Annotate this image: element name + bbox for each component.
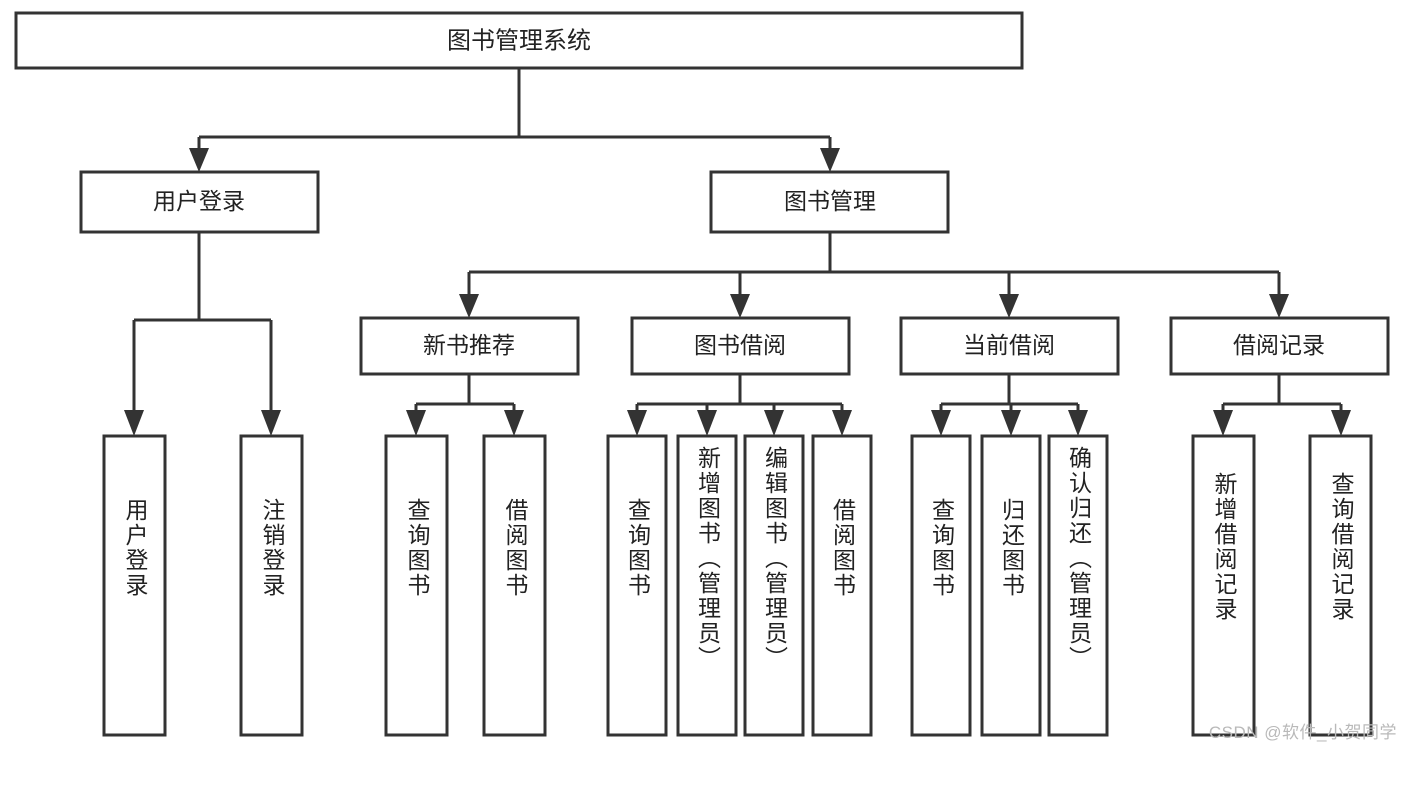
- arrow-head-leaf-record-add: [1213, 410, 1233, 436]
- leaf-box-user-login[interactable]: [102, 434, 167, 737]
- node-root[interactable]: 图书管理系统: [14, 11, 1024, 70]
- leaf-box-record-query[interactable]: [1308, 434, 1373, 737]
- node-new-book-rec[interactable]: 新书推荐: [359, 316, 580, 376]
- arrow-head-leaf-user-login: [124, 410, 144, 436]
- arrow-head-leaf-rec-borrow-book: [504, 410, 524, 436]
- node-book-manage[interactable]: 图书管理: [709, 170, 950, 234]
- node-user-login[interactable]: 用户登录: [79, 170, 320, 234]
- arrow-head-leaf-rec-query-book: [406, 410, 426, 436]
- arrow-head-current-borrow: [999, 294, 1019, 318]
- leaf-box-rec-query-book[interactable]: [384, 434, 449, 737]
- diagram-canvas-root: 图书管理系统 用户登录 图书管理 新书推荐 图书借阅 当前借阅 借阅记录: [14, 11, 1397, 742]
- org-chart-svg: 图书管理系统 用户登录 图书管理 新书推荐 图书借阅 当前借阅 借阅记录: [14, 11, 1390, 737]
- node-root-label: 图书管理系统: [447, 27, 591, 54]
- node-current-borrow[interactable]: 当前借阅: [899, 316, 1120, 376]
- node-current-borrow-box[interactable]: [899, 316, 1120, 376]
- arrow-head-borrow-record: [1269, 294, 1289, 318]
- leaf-box-borrow-query-book[interactable]: [606, 434, 668, 737]
- leaf-box-current-query-book[interactable]: [910, 434, 972, 737]
- arrow-head-book-borrow: [730, 294, 750, 318]
- node-book-manage-label: 图书管理: [784, 188, 876, 214]
- node-user-login-box[interactable]: [79, 170, 320, 234]
- node-user-login-label: 用户登录: [153, 188, 245, 214]
- node-borrow-record-box[interactable]: [1169, 316, 1390, 376]
- leaf-box-current-confirm-return[interactable]: [1047, 434, 1109, 737]
- arrow-head-leaf-current-query-book: [931, 410, 951, 436]
- arrow-head-leaf-borrow-add-book: [697, 410, 717, 436]
- leaf-box-rec-borrow-book[interactable]: [482, 434, 547, 737]
- arrow-head-book-manage: [820, 148, 840, 172]
- arrow-head-leaf-borrow-query-book: [627, 410, 647, 436]
- node-book-manage-box[interactable]: [709, 170, 950, 234]
- node-borrow-record-label: 借阅记录: [1233, 332, 1325, 358]
- node-new-book-rec-box[interactable]: [359, 316, 580, 376]
- csdn-watermark: CSDN @软件_小贺同学: [1208, 723, 1397, 742]
- node-book-borrow[interactable]: 图书借阅: [630, 316, 851, 376]
- leaf-box-record-add[interactable]: [1191, 434, 1256, 737]
- node-current-borrow-label: 当前借阅: [963, 332, 1055, 358]
- arrow-head-leaf-record-query: [1331, 410, 1351, 436]
- arrow-head-leaf-borrow-edit-book: [764, 410, 784, 436]
- arrow-head-leaf-borrow-borrow-book: [832, 410, 852, 436]
- leaf-box-borrow-edit-book[interactable]: [743, 434, 805, 737]
- leaf-box-current-return-book[interactable]: [980, 434, 1042, 737]
- arrow-head-leaf-user-logout: [261, 410, 281, 436]
- connector-layer: [124, 68, 1351, 436]
- node-book-borrow-box[interactable]: [630, 316, 851, 376]
- leaf-box-layer: [102, 434, 1373, 737]
- leaf-box-borrow-add-book[interactable]: [676, 434, 738, 737]
- arrow-head-new-book-rec: [459, 294, 479, 318]
- arrow-head-leaf-current-return-book: [1001, 410, 1021, 436]
- arrow-head-user-login: [189, 148, 209, 172]
- node-root-box[interactable]: [14, 11, 1024, 70]
- leaf-box-user-logout[interactable]: [239, 434, 304, 737]
- leaf-box-borrow-borrow-book[interactable]: [811, 434, 873, 737]
- node-new-book-rec-label: 新书推荐: [423, 332, 515, 358]
- node-book-borrow-label: 图书借阅: [694, 332, 786, 358]
- arrow-head-leaf-current-confirm-return: [1068, 410, 1088, 436]
- node-borrow-record[interactable]: 借阅记录: [1169, 316, 1390, 376]
